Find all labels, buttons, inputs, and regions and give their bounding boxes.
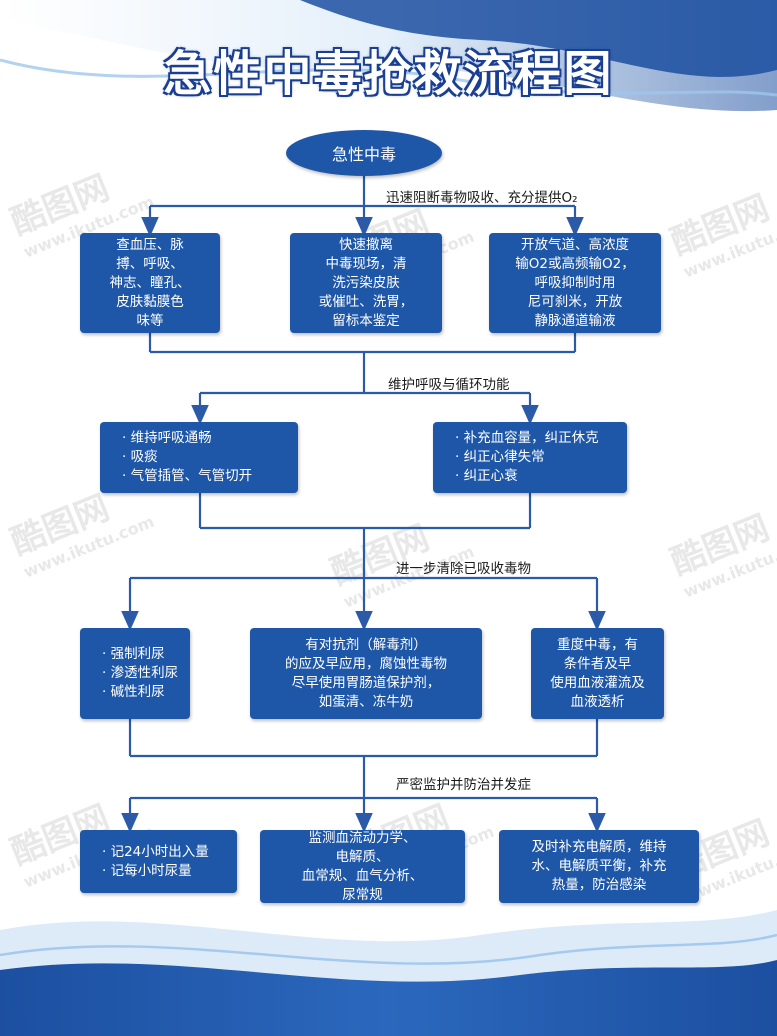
flow-box: · 维持呼吸通畅· 吸痰· 气管插管、气管切开 bbox=[100, 422, 298, 493]
step-label: 严密监护并防治并发症 bbox=[396, 777, 531, 793]
flow-box: 快速撤离中毒现场，清洗污染皮肤或催吐、洗胃，留标本鉴定 bbox=[290, 233, 442, 333]
flow-box: · 强制利尿· 渗透性利尿· 碱性利尿 bbox=[80, 628, 190, 719]
flow-box: 查血压、脉搏、呼吸、神志、瞳孔、皮肤黏膜色味等 bbox=[80, 233, 220, 333]
start-node: 急性中毒 bbox=[286, 130, 442, 176]
step-label: 维护呼吸与循环功能 bbox=[388, 377, 510, 393]
step-label: 进一步清除已吸收毒物 bbox=[396, 561, 531, 577]
step-label: 迅速阻断毒物吸收、充分提供O₂ bbox=[386, 190, 578, 206]
page-title: 急性中毒抢救流程图 bbox=[163, 46, 614, 102]
flow-box: 重度中毒，有条件者及早使用血液灌流及血液透析 bbox=[531, 628, 664, 719]
flow-box: 监测血流动力学、电解质、血常规、血气分析、尿常规 bbox=[260, 830, 465, 903]
flow-box: 有对抗剂（解毒剂）的应及早应用，腐蚀性毒物尽早使用胃肠道保护剂，如蛋清、冻牛奶 bbox=[250, 628, 482, 719]
flow-box: 开放气道、高浓度输O2或高频输O2，呼吸抑制时用尼可刹米，开放静脉通道输液 bbox=[489, 233, 661, 333]
flow-box: · 记24小时出入量· 记每小时尿量 bbox=[80, 830, 237, 893]
flow-box: · 补充血容量，纠正休克· 纠正心律失常· 纠正心衰 bbox=[433, 422, 627, 493]
flow-box: 及时补充电解质，维持水、电解质平衡，补充热量，防治感染 bbox=[499, 830, 699, 903]
